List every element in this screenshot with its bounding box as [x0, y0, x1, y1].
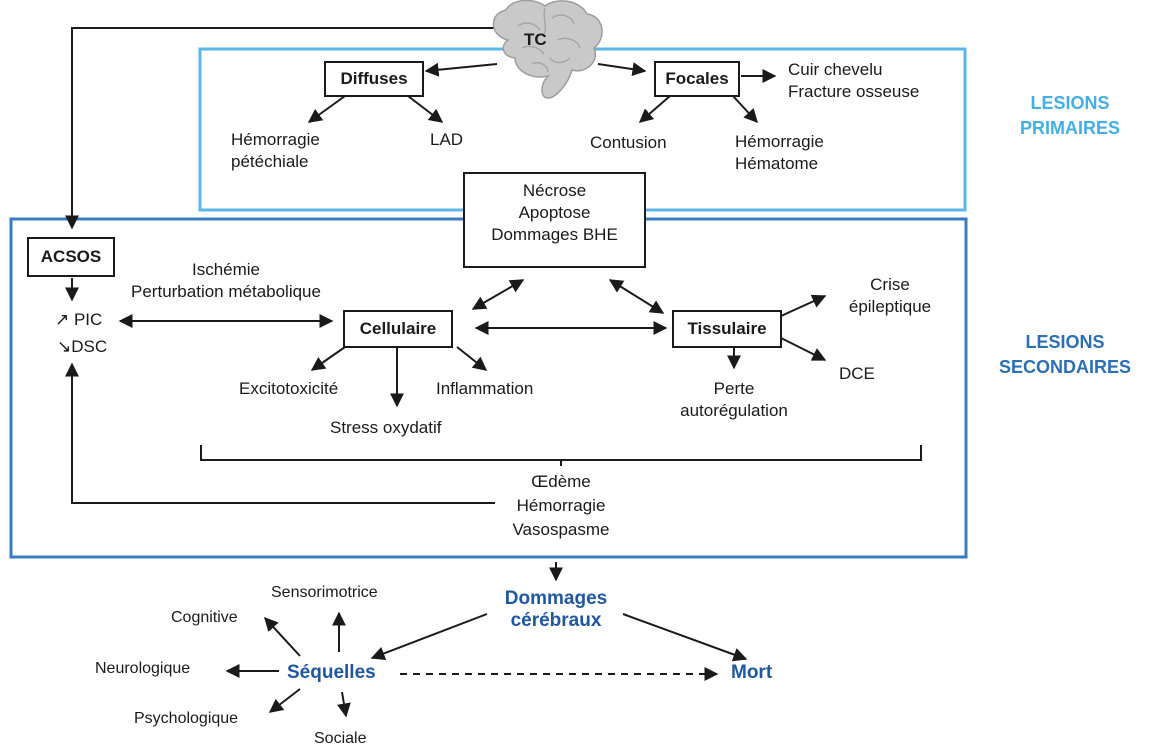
sequelles-label: Séquelles [287, 662, 376, 683]
dommages-cerebraux-label: Dommages cérébraux [504, 588, 608, 631]
focales-box: Focales [654, 61, 740, 97]
diffuses-to-lad-arrow [407, 95, 444, 123]
focales-side-info: Cuir chevelu Fracture osseuse [788, 59, 919, 103]
focales-item-contusion: Contusion [590, 133, 667, 152]
cuir-chevelu-label: Cuir chevelu [788, 60, 883, 79]
brain-to-acsos-connector [65, 27, 505, 230]
pic-label: ↗ PIC [55, 310, 103, 329]
dommages-to-sequelles-arrow [370, 613, 488, 661]
sequelles-to-psychologique-arrow [268, 688, 301, 713]
cellulaire-to-excitotoxicite-arrow [310, 346, 346, 371]
necrose-tissulaire-link [608, 279, 665, 314]
psychologique-label: Psychologique [134, 710, 239, 727]
grouping-bracket [200, 445, 922, 461]
necrose-box: Nécrose Apoptose Dommages BHE [463, 172, 646, 268]
cognitive-label: Cognitive [171, 609, 238, 626]
oedeme-block: Œdème Hémorragie Vasospasme [512, 472, 610, 539]
brain-icon [492, 0, 603, 99]
mort-label: Mort [731, 662, 773, 683]
cellulaire-to-inflammation-arrow [456, 346, 488, 371]
focales-item-hemorragie: Hémorragie Hématome [735, 132, 824, 173]
diffuses-item-lad: LAD [430, 130, 464, 149]
primary-lesions-label: LESIONS PRIMAIRES [1019, 93, 1120, 138]
cellulaire-box: Cellulaire [343, 310, 453, 348]
perte-label: Perte autorégulation [680, 379, 788, 420]
tissulaire-to-crise-arrow [780, 294, 827, 317]
tissulaire-box: Tissulaire [672, 310, 782, 348]
diffuses-item-hemorragie: Hémorragie pétéchiale [231, 130, 320, 171]
dsc-label: ↘DSC [57, 337, 108, 356]
secondary-lesions-label: LESIONS SECONDAIRES [998, 332, 1132, 377]
dce-label: DCE [839, 364, 875, 383]
diffuses-to-hemorragie-arrow [307, 95, 346, 123]
acsos-box: ACSOS [27, 237, 115, 277]
brain-to-focales-arrow [597, 62, 647, 77]
neurologique-label: Neurologique [95, 660, 191, 677]
diffuses-box: Diffuses [324, 61, 424, 97]
sequelles-to-sociale-arrow [337, 691, 351, 718]
sensorimotrice-label: Sensorimotrice [271, 584, 378, 601]
brain-label: TC [524, 30, 547, 49]
sociale-label: Sociale [314, 730, 367, 746]
necrose-cellulaire-link [471, 279, 525, 310]
inflammation-label: Inflammation [436, 379, 534, 398]
ischemie-text: Ischémie Perturbation métabolique [131, 260, 321, 301]
dommages-to-mort-arrow [622, 613, 748, 662]
focales-to-hemorragie-arrow [732, 95, 758, 124]
crise-label: Crise épileptique [848, 275, 932, 316]
tissulaire-to-dce-arrow [780, 337, 827, 361]
focales-to-contusion-arrow [638, 95, 671, 123]
stress-oxydatif-label: Stress oxydatif [330, 418, 442, 437]
excitotoxicite-label: Excitotoxicité [239, 379, 339, 398]
brain-to-diffuses-arrow [424, 62, 498, 77]
fracture-osseuse-label: Fracture osseuse [788, 82, 920, 101]
sequelles-to-cognitive-arrow [264, 616, 301, 657]
oedeme-to-dsc-connector [65, 362, 495, 504]
